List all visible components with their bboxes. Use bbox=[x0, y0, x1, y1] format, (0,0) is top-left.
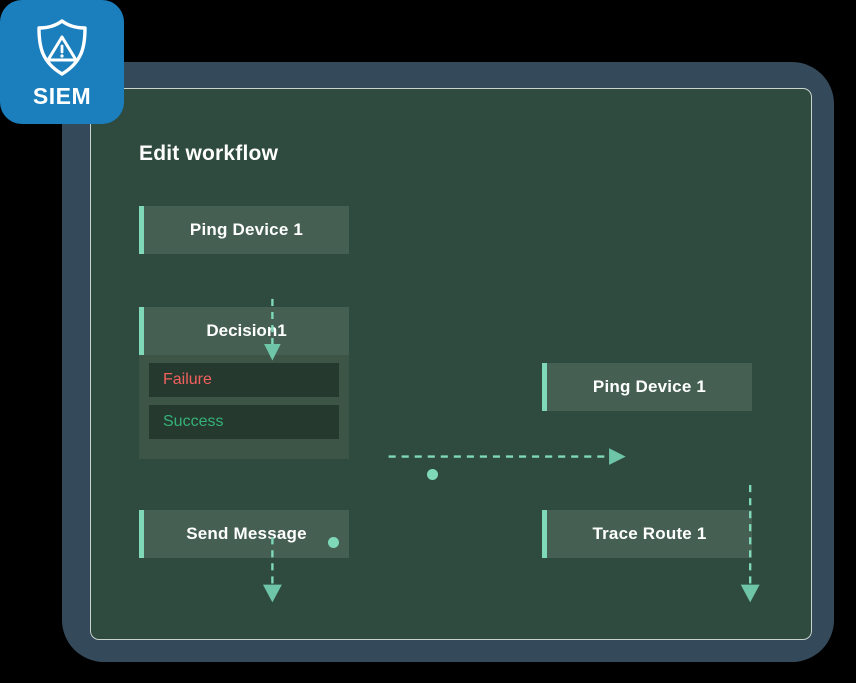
workflow-node-label: Ping Device 1 bbox=[592, 377, 707, 396]
workflow-node-label: Trace Route 1 bbox=[592, 524, 707, 543]
branch-label: Failure bbox=[163, 371, 212, 388]
page-title: Edit workflow bbox=[139, 142, 279, 165]
workflow-node-label: Send Message bbox=[186, 524, 307, 543]
node-accent-bar bbox=[542, 363, 547, 411]
workflow-node-label: Decision1 bbox=[206, 321, 287, 340]
workflow-node-ping-device-1[interactable]: Ping Device 1 bbox=[139, 206, 349, 254]
decision-header[interactable]: Decision1 bbox=[139, 307, 349, 355]
decision-branch-list: Failure Success bbox=[139, 355, 349, 447]
node-accent-bar bbox=[139, 307, 144, 355]
siem-badge: SIEM bbox=[0, 0, 124, 124]
decision-branch-success[interactable]: Success bbox=[149, 405, 339, 439]
siem-badge-label: SIEM bbox=[32, 82, 92, 109]
workflow-node-label: Ping Device 1 bbox=[189, 220, 304, 239]
connector-failure-to-ping2 bbox=[388, 448, 626, 465]
shield-warning-icon bbox=[37, 18, 87, 76]
node-accent-bar bbox=[139, 206, 144, 254]
branch-connector-dot-success[interactable] bbox=[328, 537, 339, 548]
workflow-node-ping-device-2[interactable]: Ping Device 1 bbox=[542, 363, 752, 411]
workflow-node-send-message[interactable]: Send Message bbox=[139, 510, 349, 558]
workflow-node-decision-1[interactable]: Decision1 Failure Success bbox=[139, 307, 349, 459]
node-accent-bar bbox=[139, 510, 144, 558]
decision-branch-failure[interactable]: Failure bbox=[149, 363, 339, 397]
workflow-node-trace-route-1[interactable]: Trace Route 1 bbox=[542, 510, 752, 558]
branch-connector-dot-failure[interactable] bbox=[427, 469, 438, 480]
workflow-editor-panel: Edit workflow Ping Device 1 bbox=[90, 88, 812, 640]
branch-label: Success bbox=[163, 413, 224, 430]
node-accent-bar bbox=[542, 510, 547, 558]
